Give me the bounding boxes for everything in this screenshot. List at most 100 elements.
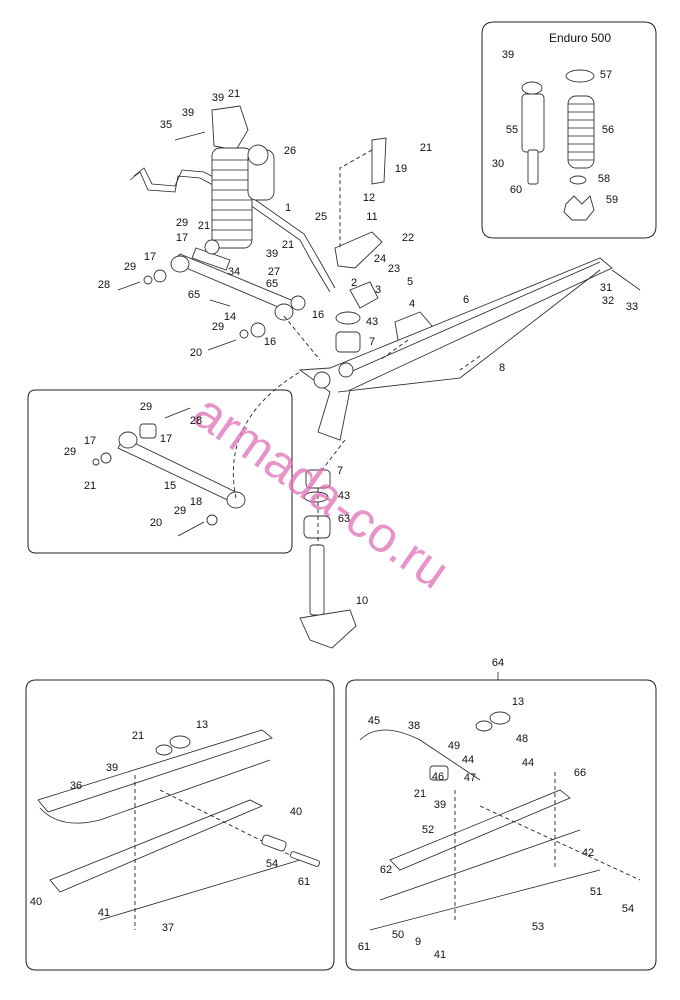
part-number-label: 29 — [124, 261, 136, 273]
part-number-label: 41 — [98, 907, 110, 919]
part-number-label: 54 — [622, 903, 634, 915]
part-number-label: 54 — [266, 858, 278, 870]
part-number-label: 6 — [463, 294, 469, 306]
part-number-label: 33 — [626, 301, 638, 313]
part-number-label: 41 — [434, 949, 446, 961]
part-number-label: 5 — [407, 276, 413, 288]
part-number-label: 40 — [30, 896, 42, 908]
ski-panel-right — [345, 672, 657, 971]
part-number-label: 36 — [70, 780, 82, 792]
part-number-label: 3 — [375, 284, 381, 296]
part-number-label: 18 — [190, 496, 202, 508]
main-assembly — [117, 105, 641, 471]
part-number-label: 44 — [462, 754, 474, 766]
part-number-label: 39 — [212, 92, 224, 104]
part-number-label: 16 — [312, 309, 324, 321]
part-number-label: 39 — [182, 107, 194, 119]
part-number-label: 56 — [602, 124, 614, 136]
spindle-assembly — [299, 469, 357, 649]
part-number-label: 60 — [510, 184, 522, 196]
part-number-label: 30 — [492, 158, 504, 170]
part-number-label: 52 — [422, 824, 434, 836]
part-number-label: 21 — [84, 480, 96, 492]
group-label: 64 — [492, 657, 504, 669]
part-number-label: 23 — [388, 263, 400, 275]
part-number-label: 7 — [337, 465, 343, 477]
ski-panel-left — [25, 679, 335, 971]
part-number-label: 14 — [224, 311, 236, 323]
part-number-label: 21 — [420, 142, 432, 154]
part-number-label: 13 — [196, 719, 208, 731]
variant-title: Enduro 500 — [549, 31, 611, 45]
part-number-label: 44 — [522, 757, 534, 769]
part-number-label: 55 — [506, 124, 518, 136]
part-number-label: 43 — [366, 316, 378, 328]
part-number-label: 29 — [64, 446, 76, 458]
part-number-label: 38 — [408, 720, 420, 732]
part-number-label: 28 — [190, 415, 202, 427]
part-number-label: 39 — [266, 248, 278, 260]
part-number-label: 58 — [598, 173, 610, 185]
part-number-label: 17 — [144, 251, 156, 263]
part-number-label: 21 — [228, 88, 240, 100]
part-number-label: 45 — [368, 715, 380, 727]
part-number-label: 39 — [106, 762, 118, 774]
part-number-label: 28 — [98, 279, 110, 291]
part-number-label: 29 — [174, 505, 186, 517]
part-number-label: 24 — [374, 253, 386, 265]
part-number-label: 62 — [380, 864, 392, 876]
part-number-label: 2 — [351, 277, 357, 289]
part-number-label: 21 — [132, 730, 144, 742]
part-number-label: 9 — [415, 936, 421, 948]
part-number-label: 8 — [499, 362, 505, 374]
part-number-label: 61 — [298, 876, 310, 888]
enduro-500-inset: Enduro 500 — [481, 21, 657, 239]
part-number-label: 53 — [532, 921, 544, 933]
part-number-label: 66 — [574, 767, 586, 779]
part-number-label: 29 — [176, 217, 188, 229]
part-number-label: 61 — [358, 941, 370, 953]
part-number-label: 20 — [190, 347, 202, 359]
part-number-label: 48 — [516, 733, 528, 745]
part-number-label: 29 — [212, 321, 224, 333]
part-number-label: 22 — [402, 232, 414, 244]
part-number-label: 7 — [369, 336, 375, 348]
part-number-label: 13 — [512, 696, 524, 708]
part-number-label: 20 — [150, 517, 162, 529]
part-number-label: 47 — [464, 772, 476, 784]
part-number-label: 26 — [284, 145, 296, 157]
part-number-label: 21 — [414, 788, 426, 800]
part-number-label: 31 — [600, 282, 612, 294]
part-number-label: 35 — [160, 119, 172, 131]
part-number-label: 17 — [176, 232, 188, 244]
part-number-label: 25 — [315, 211, 327, 223]
part-number-label: 21 — [198, 220, 210, 232]
part-number-label: 50 — [392, 929, 404, 941]
part-number-label: 39 — [434, 799, 446, 811]
part-number-label: 17 — [160, 433, 172, 445]
part-number-label: 63 — [338, 513, 350, 525]
part-number-label: 1 — [285, 202, 291, 214]
part-number-label: 46 — [432, 771, 444, 783]
part-number-label: 40 — [290, 806, 302, 818]
part-number-label: 29 — [140, 401, 152, 413]
part-number-label: 65 — [266, 278, 278, 290]
part-number-label: 43 — [338, 490, 350, 502]
linkage-inset — [27, 371, 301, 554]
part-number-label: 59 — [606, 194, 618, 206]
part-number-label: 32 — [602, 295, 614, 307]
part-number-label: 4 — [409, 298, 415, 310]
part-number-label: 19 — [395, 163, 407, 175]
part-number-label: 39 — [502, 49, 514, 61]
part-number-label: 42 — [582, 847, 594, 859]
part-number-label: 11 — [366, 211, 377, 223]
part-number-label: 27 — [268, 266, 280, 278]
part-number-label: 12 — [363, 192, 375, 204]
part-number-label: 57 — [600, 69, 612, 81]
part-number-label: 37 — [162, 922, 174, 934]
part-number-label: 10 — [356, 595, 368, 607]
part-number-label: 17 — [84, 435, 96, 447]
part-number-label: 16 — [264, 336, 276, 348]
